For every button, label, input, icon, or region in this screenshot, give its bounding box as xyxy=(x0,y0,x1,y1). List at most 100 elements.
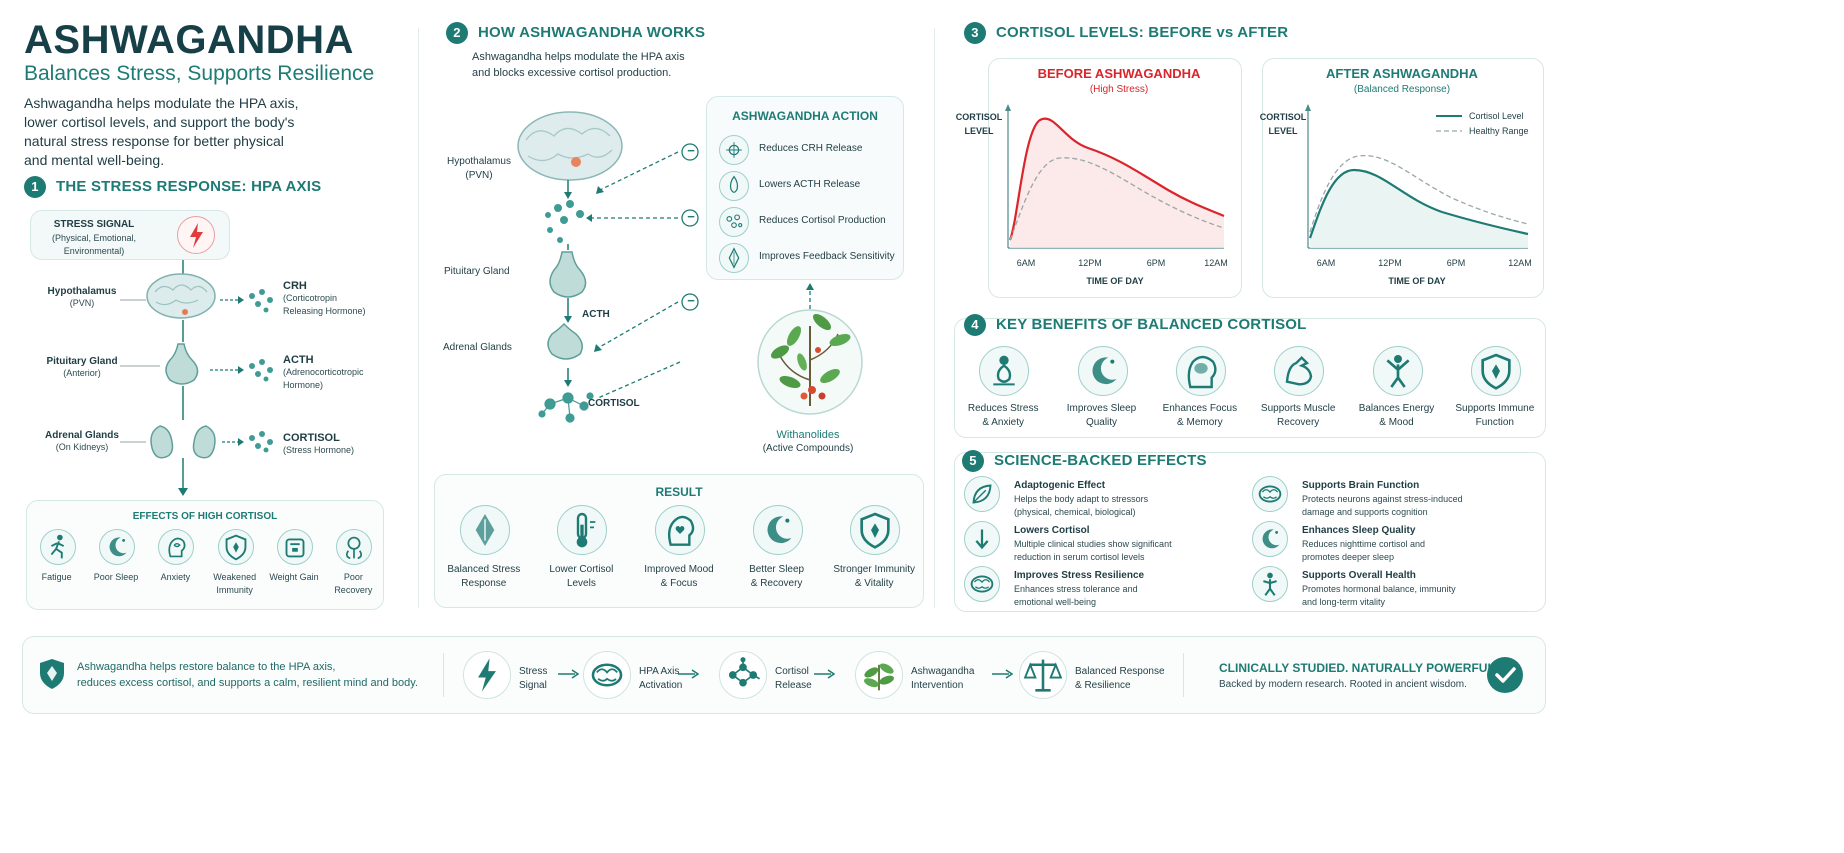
crh-label: CRH (Corticotropin Releasing Hormone) xyxy=(283,280,366,316)
acth-label: ACTH (Adrenocorticotropic Hormone) xyxy=(283,354,364,390)
scale-icon xyxy=(277,529,313,565)
flow-arrow xyxy=(557,665,580,688)
column-divider xyxy=(418,28,419,608)
result-label: Better Sleep& Recovery xyxy=(749,564,805,589)
action-label: Reduces Cortisol Production xyxy=(759,215,886,226)
science-effects-panel xyxy=(954,452,1546,612)
stress-signal-box: STRESS SIGNAL (Physical, Emotional, Envi… xyxy=(30,210,230,260)
x-tick-label: 6AM xyxy=(1317,258,1336,268)
after-xlabel: TIME OF DAY xyxy=(1388,276,1446,286)
effect-title: Adaptogenic Effect xyxy=(1014,480,1106,491)
brain-head-icon xyxy=(1175,346,1226,396)
footer-divider xyxy=(1183,653,1184,697)
x-tick-label: 6AM xyxy=(1017,258,1036,268)
ashwagandha-mechanism-diagram xyxy=(517,111,863,423)
benefit-label: Reduces Stress& Anxiety xyxy=(967,403,1039,428)
effect-title: Supports Brain Function xyxy=(1302,480,1420,491)
after-cortisol-line xyxy=(1308,168,1529,239)
benefit-label: Enhances Focus& Memory xyxy=(1162,403,1238,428)
x-tick-label: 12AM xyxy=(1508,258,1532,268)
acth-label: ACTH xyxy=(582,309,610,320)
shield-icon xyxy=(37,657,67,696)
before-xlabel: TIME OF DAY xyxy=(1086,276,1144,286)
key-benefits-panel xyxy=(954,318,1546,438)
hypothalamus-label: Hypothalamus (PVN) xyxy=(47,286,117,308)
cortisol-label: CORTISOL (Stress Hormone) xyxy=(283,432,355,455)
plant-icon xyxy=(855,651,903,699)
after-ylabel: CORTISOL LEVEL xyxy=(1259,112,1307,136)
scales-icon xyxy=(1019,651,1067,699)
check-icon xyxy=(1487,657,1523,693)
after-healthy-range-line xyxy=(1309,154,1529,233)
after-chart-panel xyxy=(1262,58,1544,298)
footer-divider xyxy=(443,653,444,697)
effect-label: Anxiety xyxy=(160,572,191,582)
effect-title: Lowers Cortisol xyxy=(1014,525,1090,536)
after-chart-title: AFTER ASHWAGANDHA xyxy=(1326,66,1478,81)
person-icon xyxy=(1252,566,1288,602)
action-label: Lowers ACTH Release xyxy=(759,179,861,190)
flow-arrow xyxy=(677,665,700,688)
claim-title: CLINICALLY STUDIED. NATURALLY POWERFUL. xyxy=(1219,661,1499,675)
y-axis-arrow xyxy=(1305,104,1311,111)
withanolides-label: Withanolides (Active Compounds) xyxy=(762,429,854,454)
thermometer-icon xyxy=(557,505,608,555)
x-tick-label: 12PM xyxy=(1078,258,1102,268)
result-label: Stronger Immunity& Vitality xyxy=(833,564,916,589)
hypothalamus-label: Hypothalamus (PVN) xyxy=(447,156,511,181)
pituitary-icon xyxy=(549,251,587,298)
after-area xyxy=(1310,170,1528,248)
lightning-icon xyxy=(463,651,511,699)
claim-subtitle: Backed by modern research. Rooted in anc… xyxy=(1219,679,1467,690)
molecule-icon xyxy=(719,651,767,699)
calm-person-icon xyxy=(979,346,1030,396)
x-tick-label: 6PM xyxy=(1147,258,1166,268)
kidneys-icon xyxy=(150,425,216,459)
action-feedback-icon xyxy=(719,243,749,273)
result-label: Improved Mood& Focus xyxy=(644,564,714,589)
x-tick-label: 6PM xyxy=(1447,258,1466,268)
adrenal-icon xyxy=(547,322,583,360)
muscle-arm-icon xyxy=(1274,346,1325,396)
before-chart-subtitle: (High Stress) xyxy=(1089,84,1149,95)
action-label: Reduces CRH Release xyxy=(759,143,863,154)
lightning-icon xyxy=(177,216,215,254)
shield-icon xyxy=(1470,346,1521,396)
pituitary-label: Pituitary Gland (Anterior) xyxy=(46,356,118,378)
down-arrow-icon xyxy=(964,521,1000,557)
section2-intro: Ashwagandha helps modulate the HPA axis … xyxy=(472,51,685,79)
brain-icon xyxy=(146,273,216,319)
after-chart-subtitle: (Balanced Response) xyxy=(1353,84,1451,95)
molecule-icon xyxy=(249,289,273,453)
adrenal-label: Adrenal Glands xyxy=(443,342,512,353)
moon-icon xyxy=(1077,346,1128,396)
pituitary-icon xyxy=(165,343,199,385)
balance-drop-icon xyxy=(459,505,510,555)
shield-icon xyxy=(217,529,254,565)
page-subtitle: Balances Stress, Supports Resilience xyxy=(24,62,375,85)
action-crh-icon xyxy=(719,135,749,165)
inhibit-marker xyxy=(681,143,699,311)
molecule-icon xyxy=(545,200,584,243)
moon-icon xyxy=(99,529,135,565)
shield-icon xyxy=(850,505,901,555)
before-chart-title: BEFORE ASHWAGANDHA xyxy=(1037,66,1201,81)
effect-title: Improves Stress Resilience xyxy=(1014,570,1145,581)
benefit-label: Balances Energy& Mood xyxy=(1358,403,1435,428)
